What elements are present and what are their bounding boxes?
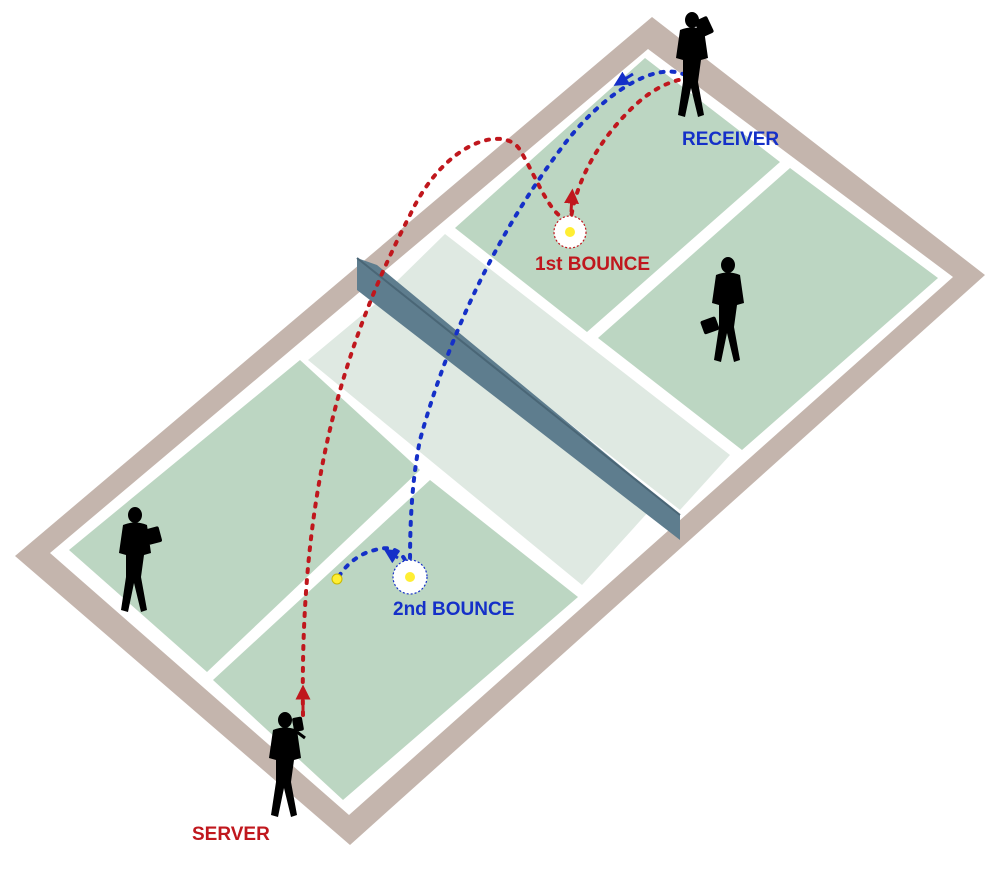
net — [357, 258, 680, 540]
ball — [331, 573, 343, 585]
near-left-service-box — [69, 360, 420, 672]
net-top — [356, 257, 681, 516]
near-kitchen — [308, 300, 650, 585]
first-bounce-splash — [553, 215, 587, 249]
return-arrow — [613, 71, 634, 86]
far-kitchen — [393, 234, 730, 510]
far-left-service-box — [455, 58, 780, 332]
serve-path — [300, 136, 565, 717]
server-partner-player — [119, 507, 162, 612]
second-bounce-arrow — [383, 549, 401, 564]
server-label: SERVER — [192, 824, 270, 845]
server-player — [269, 712, 306, 817]
near-right-service-box — [213, 480, 578, 800]
second-bounce-splash — [392, 559, 428, 595]
first-bounce-arrow — [564, 188, 580, 213]
far-right-service-box — [598, 168, 938, 450]
receiver-label: RECEIVER — [682, 129, 779, 150]
receiver-player — [676, 12, 714, 117]
receiver-partner-player — [700, 257, 744, 362]
second-bounce-rebound-path — [336, 546, 410, 580]
first-bounce-label: 1st BOUNCE — [535, 254, 650, 275]
second-bounce-label: 2nd BOUNCE — [393, 599, 514, 620]
